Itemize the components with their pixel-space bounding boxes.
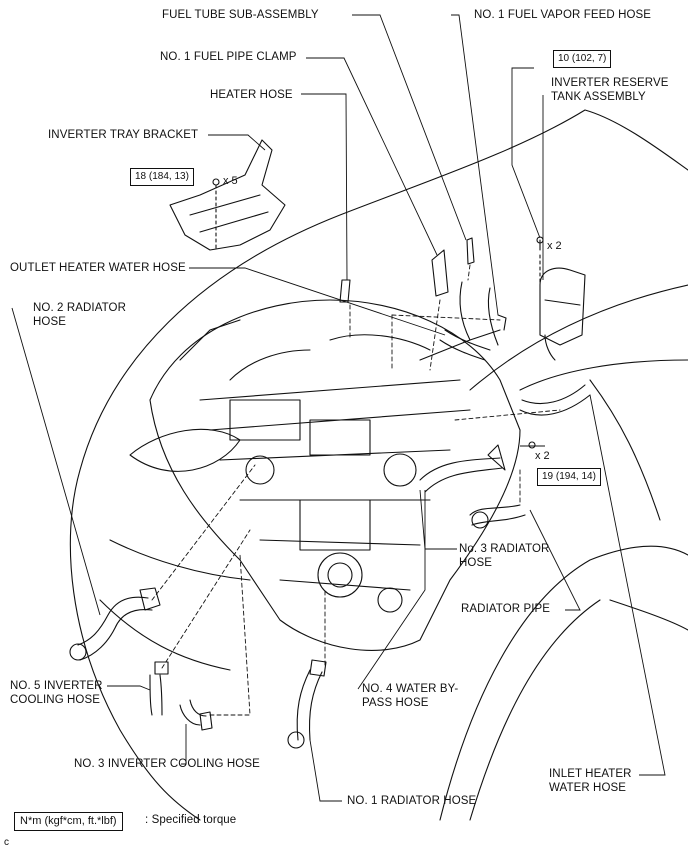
- fender-outline: [69, 469, 201, 821]
- label-heater-hose: HEATER HOSE: [210, 89, 293, 101]
- label-radiator-pipe: RADIATOR PIPE: [461, 603, 551, 615]
- torque-box-18: 18 (184, 13): [130, 168, 194, 186]
- engine-block: [149, 299, 521, 651]
- label-no4-bypass-hose-1: NO. 4 WATER BY-: [362, 683, 459, 695]
- inlet-heater-hose: [519, 394, 591, 416]
- label-no1-radiator-hose: NO. 1 RADIATOR HOSE: [347, 795, 477, 807]
- outlet-heater-hose: [439, 339, 486, 361]
- heater-hose-part: [339, 279, 351, 303]
- fuel-tube: [431, 249, 449, 297]
- multiplier-x2-tank: x 2: [547, 240, 562, 252]
- torque-box-10: 10 (102, 7): [553, 50, 612, 68]
- wheel-arch: [439, 545, 688, 821]
- corner-mark: c: [4, 837, 10, 848]
- wheel-arch-inner: [469, 599, 601, 821]
- torque-box-19: 19 (194, 14): [537, 468, 601, 486]
- label-no3-radiator-hose-2: HOSE: [459, 557, 492, 569]
- reserve-tank: [539, 267, 586, 346]
- label-fuel-vapor-feed-hose: NO. 1 FUEL VAPOR FEED HOSE: [474, 9, 652, 21]
- legend-description: : Specified torque: [145, 814, 237, 826]
- label-no5-inverter-cooling-hose-1: NO. 5 INVERTER: [10, 680, 103, 692]
- hood-outline: [79, 109, 688, 471]
- radiator-pipe: [469, 504, 521, 516]
- inverter-tray-bracket: [169, 139, 286, 251]
- label-inverter-reserve-1: INVERTER RESERVE: [551, 77, 669, 89]
- label-inverter-tray-bracket: INVERTER TRAY BRACKET: [48, 129, 199, 141]
- label-no5-inverter-cooling-hose-2: COOLING HOSE: [10, 694, 101, 706]
- legend-torque-unit: N*m (kgf*cm, ft.*lbf): [14, 812, 123, 831]
- multiplier-x5: x 5: [223, 175, 238, 187]
- no5-inverter-hose: [149, 674, 153, 716]
- label-inlet-heater-2: WATER HOSE: [549, 782, 627, 794]
- label-no3-radiator-hose-1: No. 3 RADIATOR: [459, 543, 550, 555]
- label-fuel-pipe-clamp: NO. 1 FUEL PIPE CLAMP: [160, 51, 297, 63]
- label-no2-radiator-hose-1: NO. 2 RADIATOR: [33, 302, 126, 314]
- windshield-line: [469, 284, 688, 391]
- label-inverter-reserve-2: TANK ASSEMBLY: [551, 91, 646, 103]
- grille-line: [109, 539, 251, 581]
- no1-radiator-hose: [296, 669, 311, 741]
- headlamp: [129, 428, 241, 472]
- multiplier-x2-radiator: x 2: [535, 450, 550, 462]
- a-pillar: [589, 379, 661, 521]
- door-line: [609, 599, 688, 631]
- bumper-line: [99, 599, 231, 671]
- label-no3-inverter-cooling-hose: NO. 3 INVERTER COOLING HOSE: [74, 758, 260, 770]
- label-outlet-heater-water-hose: OUTLET HEATER WATER HOSE: [10, 262, 186, 274]
- label-no2-radiator-hose-2: HOSE: [33, 316, 66, 328]
- label-no4-bypass-hose-2: PASS HOSE: [362, 697, 429, 709]
- label-fuel-tube: FUEL TUBE SUB-ASSEMBLY: [162, 9, 319, 21]
- body-edge: [519, 359, 688, 391]
- label-inlet-heater-1: INLET HEATER: [549, 768, 632, 780]
- no3-inverter-hose: [179, 704, 201, 726]
- no2-radiator-hose: [77, 596, 149, 646]
- no3-radiator-hose: [419, 457, 501, 481]
